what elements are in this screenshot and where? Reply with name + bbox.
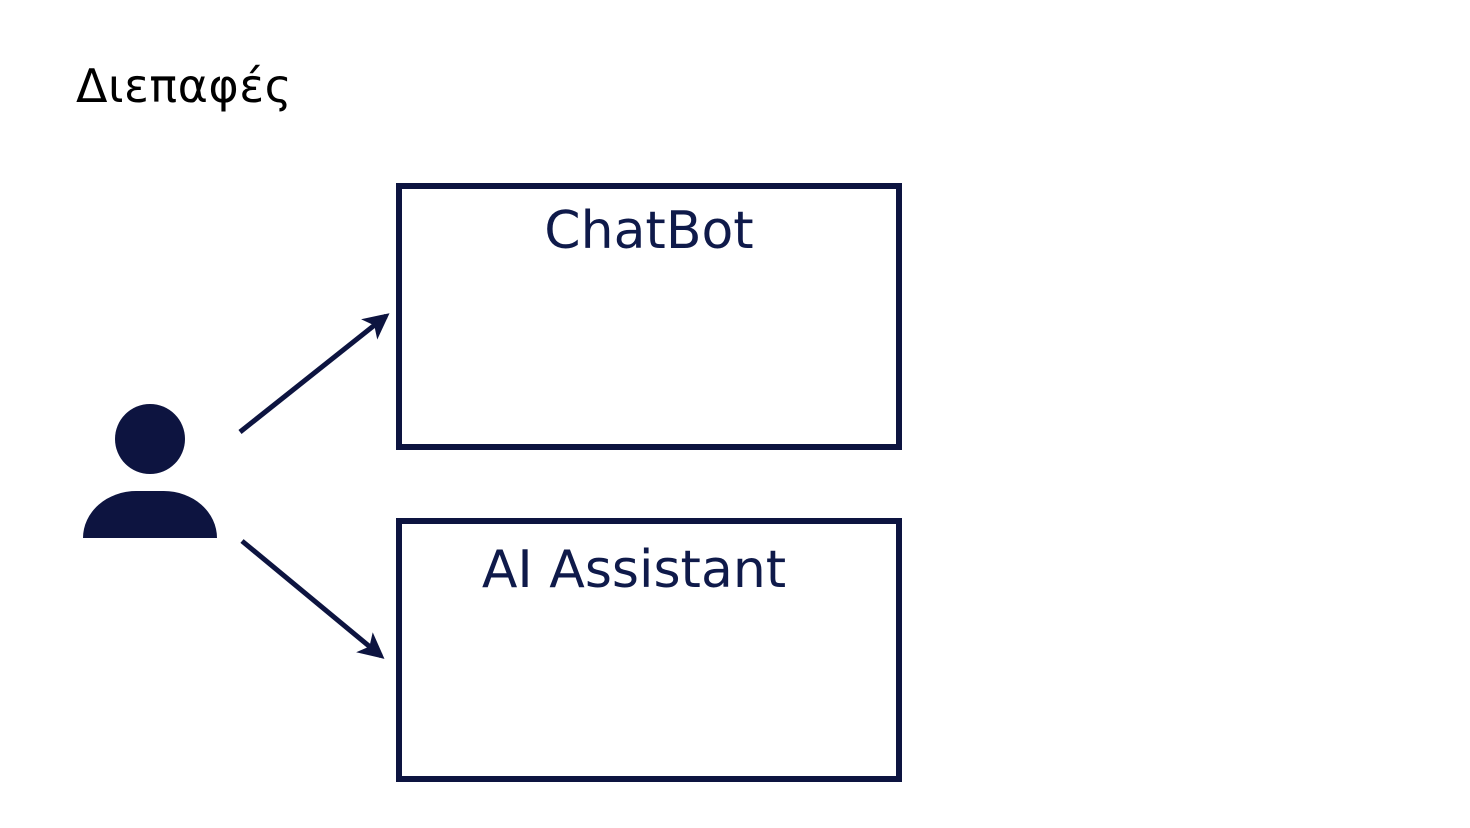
connector-actor-to-ai-assistant <box>240 539 385 659</box>
person-body-icon <box>83 491 217 538</box>
node-chatbot[interactable]: ChatBot <box>396 183 902 450</box>
connector-actor-to-chatbot <box>238 313 390 434</box>
person-head-icon <box>115 404 185 474</box>
node-ai-assistant[interactable]: AI Assistant <box>396 518 902 782</box>
node-chatbot-label: ChatBot <box>544 201 754 261</box>
page-title: Διεπαφές <box>76 59 293 113</box>
user-actor <box>83 404 217 538</box>
node-ai-assistant-label: AI Assistant <box>481 540 787 600</box>
